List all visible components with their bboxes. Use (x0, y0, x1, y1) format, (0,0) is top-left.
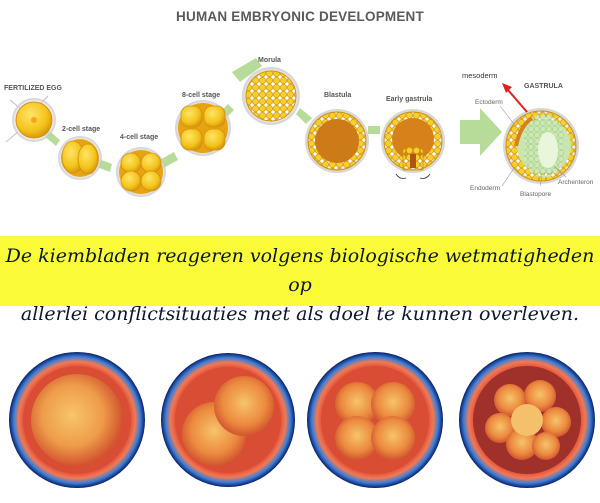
label-ectoderm: Ectoderm (475, 99, 503, 106)
embryo-photo-1-cell (9, 352, 145, 488)
morula-stage (242, 67, 300, 125)
label-endoderm: Endoderm (470, 185, 500, 192)
stage-label-8-cell: 8-cell stage (182, 92, 220, 99)
stage-label-fertilized-egg: FERTILIZED EGG (4, 85, 63, 92)
caption-line-2: allerlei conflictsituaties met als doel … (20, 303, 580, 325)
early-gastrula-stage (381, 109, 445, 179)
caption-banner: De kiembladen reageren volgens biologisc… (0, 236, 600, 325)
stage-label-gastrula: GASTRULA (524, 83, 563, 90)
stage-label-early-gastrula: Early gastrula (386, 96, 432, 103)
gastrula-leader-lines (499, 105, 567, 187)
four-cell-stage (116, 147, 166, 197)
stage-label-4-cell: 4-cell stage (120, 134, 158, 141)
stage-label-2-cell: 2-cell stage (62, 126, 100, 133)
diagram-title: HUMAN EMBRYONIC DEVELOPMENT (176, 9, 424, 24)
embryo-diagram: HUMAN EMBRYONIC DEVELOPMENT FERTILIZED E… (4, 9, 594, 198)
label-archenteron: Archenteron (558, 179, 594, 186)
stage-label-blastula: Blastula (324, 92, 351, 99)
gastrula-stage (503, 108, 579, 184)
caption-line-1: De kiembladen reageren volgens biologisc… (5, 245, 595, 296)
blastula-stage (305, 109, 369, 173)
two-cell-stage (58, 136, 102, 180)
embryo-photo-strip (9, 352, 595, 488)
fertilized-egg (5, 95, 56, 143)
embryo-photo-2-cell (161, 353, 295, 487)
mesoderm-arrow (502, 83, 528, 113)
embryo-photo-multi-cell (459, 352, 595, 488)
embryo-photo-4-cell (307, 352, 443, 488)
label-mesoderm: mesoderm (462, 71, 497, 80)
eight-cell-stage (175, 100, 231, 156)
label-blastopore: Blastopore (520, 191, 551, 198)
stage-label-morula: Morula (258, 57, 281, 64)
